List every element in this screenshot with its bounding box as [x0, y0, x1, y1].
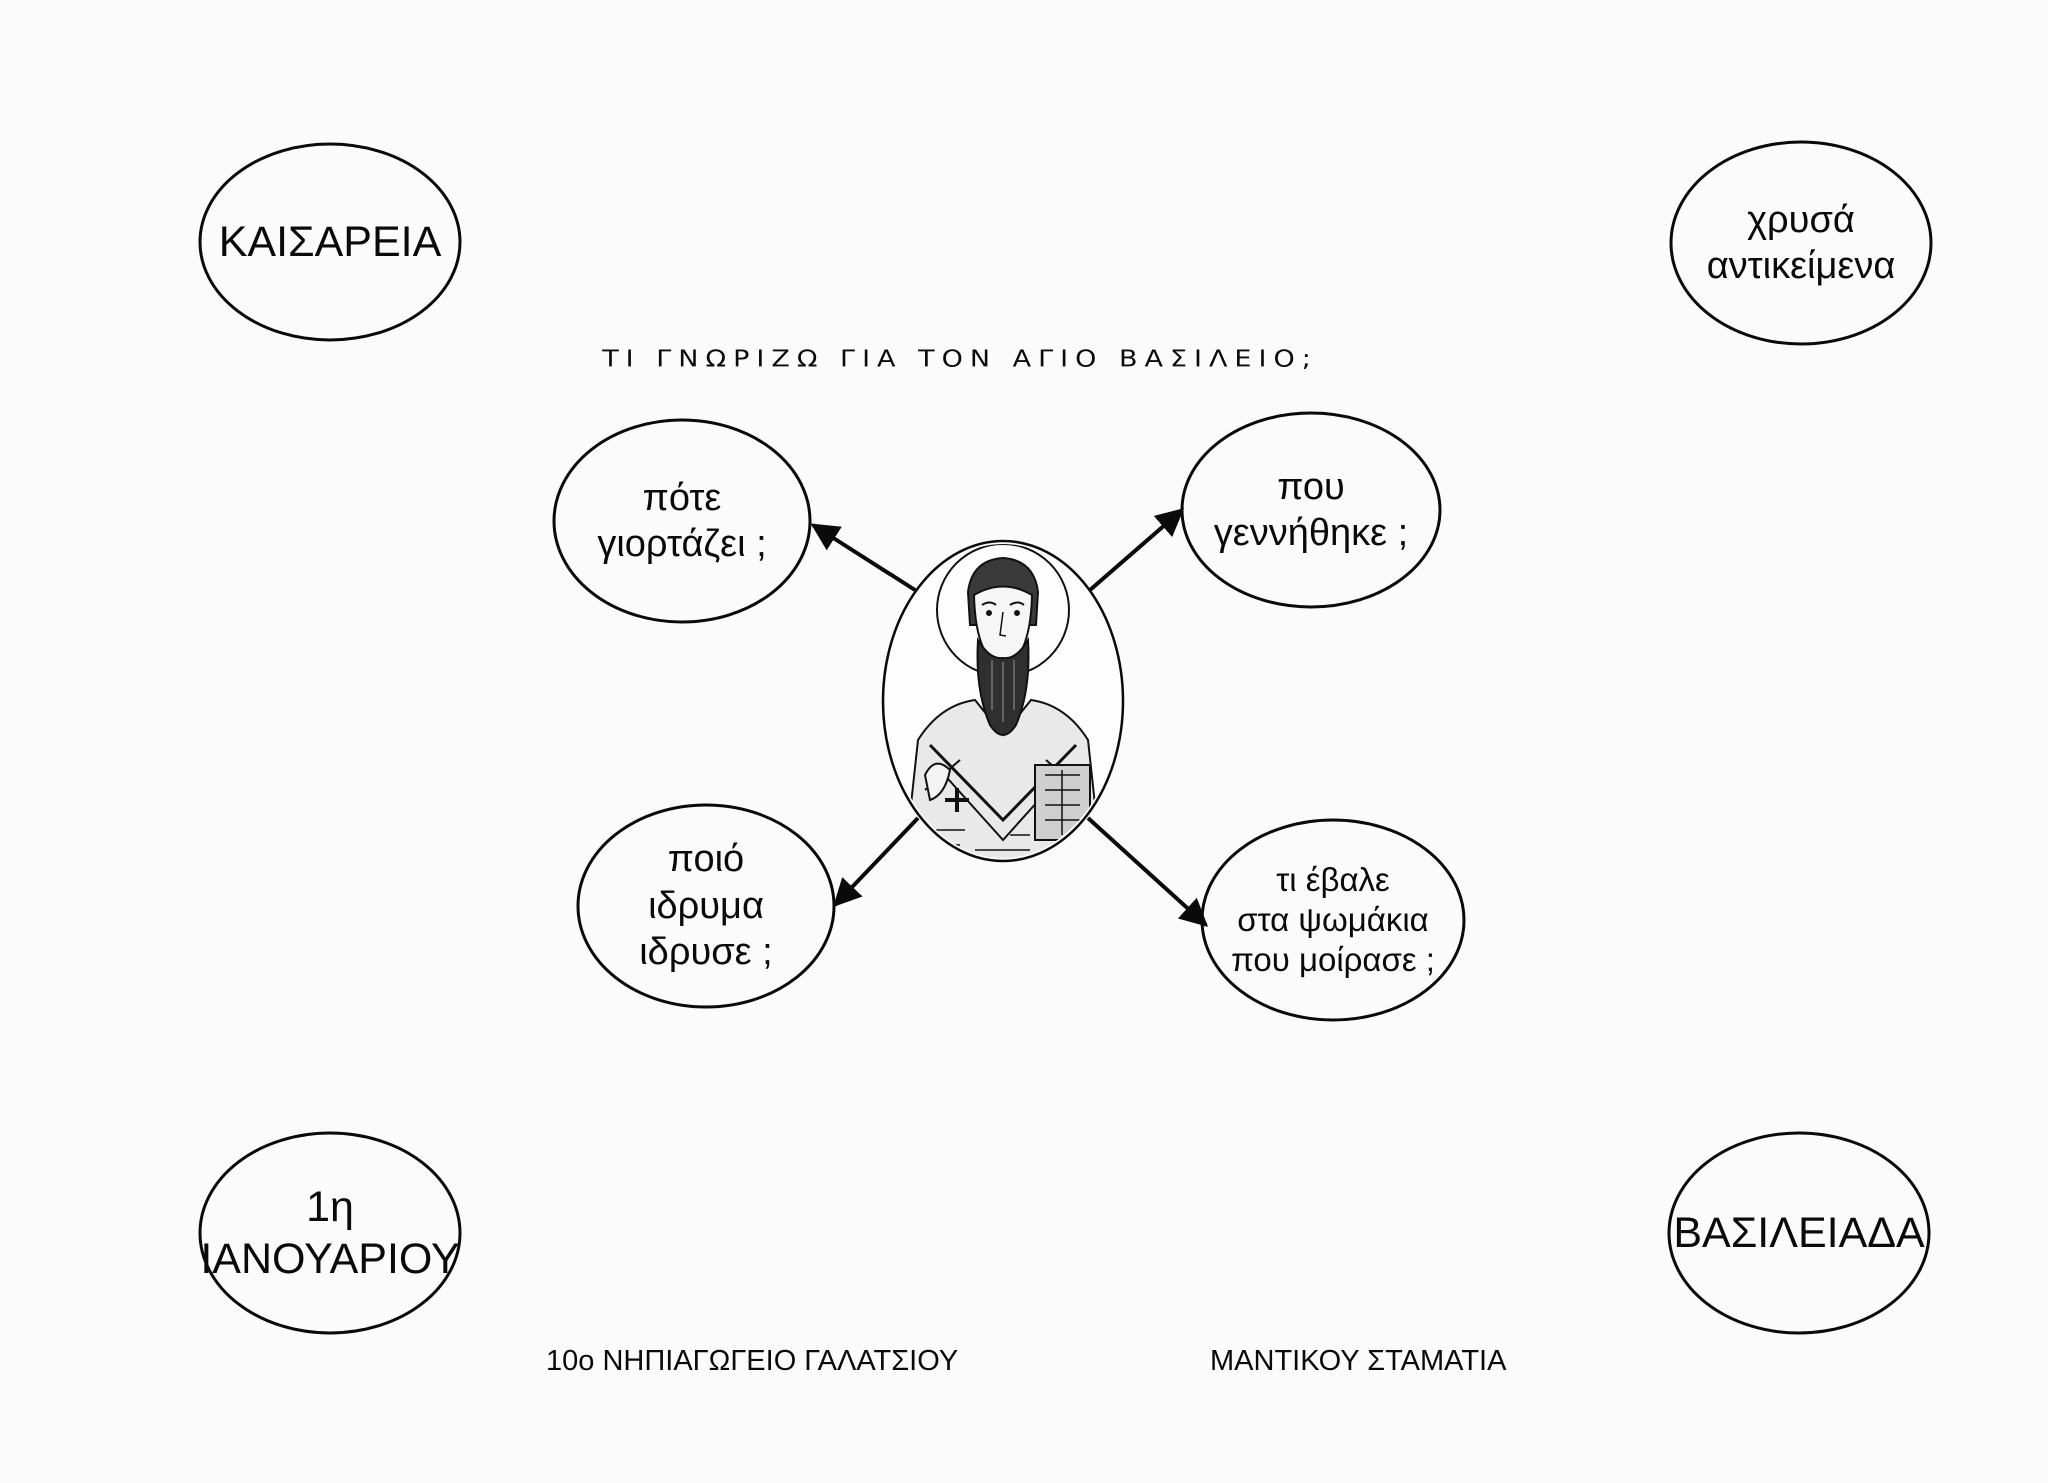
arrow-to-where — [1090, 510, 1182, 590]
arrow-to-institution — [835, 818, 918, 905]
footer-author: ΜΑΝΤΙΚΟΥ ΣΤΑΜΑΤΙΑ — [1210, 1345, 1506, 1378]
question-label-which-institution: ποιό ιδρυμα ιδρυσε ; — [578, 805, 834, 1007]
question-label-when-celebrates: πότε γιορτάζει ; — [554, 420, 810, 622]
arrow-to-bread — [1088, 818, 1206, 925]
saint-basil-icon — [883, 541, 1123, 865]
question-label-where-born: που γεννήθηκε ; — [1182, 413, 1440, 607]
footer-school: 10ο ΝΗΠΙΑΓΩΓΕΙΟ ΓΑΛΑΤΣΙΟΥ — [546, 1345, 958, 1378]
question-label-what-in-bread: τι έβαλε στα ψωμάκια που μοίρασε ; — [1202, 820, 1464, 1020]
answer-label-january-first: 1η ΙΑΝΟΥΑΡΙΟΥ — [200, 1133, 460, 1333]
answer-label-gold-objects: χρυσά αντικείμενα — [1671, 142, 1931, 344]
answer-label-caesarea: ΚΑΙΣΑΡΕΙΑ — [200, 144, 460, 340]
answer-label-basiliada: ΒΑΣΙΛΕΙΑΔΑ — [1669, 1133, 1929, 1333]
page-title: ΤΙ ΓΝΩΡΙΖΩ ΓΙΑ ΤΟΝ ΑΓΙΟ ΒΑΣΙΛΕΙΟ; — [420, 346, 1500, 372]
arrow-to-when — [813, 525, 915, 590]
